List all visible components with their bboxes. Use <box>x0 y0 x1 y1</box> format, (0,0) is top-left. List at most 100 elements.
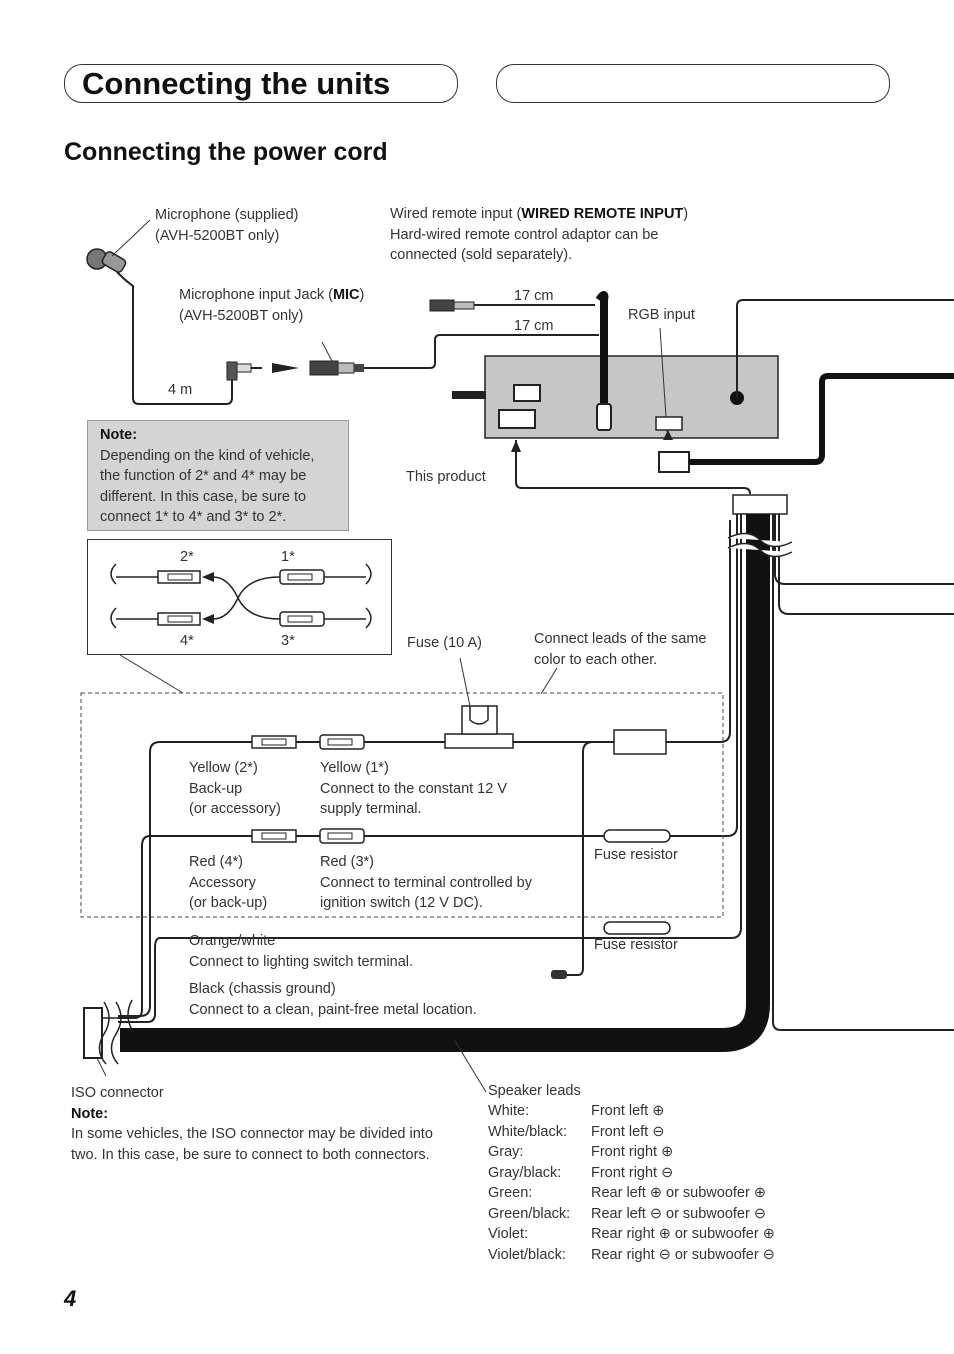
wired-remote-plug-icon <box>429 299 595 312</box>
red-4-connector-icon <box>251 829 297 843</box>
speaker-color: Green/black: <box>488 1205 571 1222</box>
note-line: the function of 2* and 4* may be <box>100 468 307 484</box>
connect-leads-label: Connect leads of the same color to each … <box>534 629 707 670</box>
label-line: Connect to a clean, paint-free metal loc… <box>189 1001 477 1018</box>
speaker-channel: Rear right ⊖ or subwoofer ⊖ <box>591 1246 775 1263</box>
section-title: Connecting the units <box>82 66 391 101</box>
label-line: Black (chassis ground) <box>189 981 336 997</box>
yellow-1-connector-icon <box>319 734 365 750</box>
speaker-color: White/black: <box>488 1123 567 1140</box>
orange-white-label: Orange/white Connect to lighting switch … <box>189 931 413 972</box>
label-line: Connect to terminal controlled by <box>320 874 532 891</box>
label-line: Orange/white <box>189 933 276 949</box>
label-line: connected (sold separately). <box>390 247 573 263</box>
speaker-color: White: <box>488 1103 530 1119</box>
right-header-tab <box>496 64 890 103</box>
length-17cm-b: 17 cm <box>514 318 554 334</box>
label-line: Yellow (1*) <box>320 760 389 776</box>
speaker-color: Violet/black: <box>488 1246 566 1263</box>
speaker-row: White: Front left ⊕ <box>488 1101 775 1122</box>
label-line: (AVH-5200BT only) <box>179 307 304 324</box>
label-line: ignition switch (12 V DC). <box>320 895 483 911</box>
label-text: ) <box>359 287 365 303</box>
microphone-label: Microphone (supplied) (AVH-5200BT only) <box>155 205 298 246</box>
label-line: Connect to lighting switch terminal. <box>189 953 414 970</box>
label-line: Yellow (2*) <box>189 760 258 776</box>
label-line: color to each other. <box>534 651 658 668</box>
label-line: (AVH-5200BT only) <box>155 227 280 244</box>
speaker-color: Gray/black: <box>488 1164 562 1181</box>
connector-inset: 2* 1* 4* 3* <box>87 539 392 655</box>
speaker-channel: Front right ⊖ <box>591 1164 674 1181</box>
speaker-row: Violet: Rear right ⊕ or subwoofer ⊕ <box>488 1224 775 1245</box>
speaker-color: Violet: <box>488 1226 529 1242</box>
this-product-label: This product <box>406 469 486 485</box>
speaker-leads-title: Speaker leads <box>488 1083 581 1099</box>
arrow-icon <box>272 363 299 373</box>
label-line: Red (4*) <box>189 854 243 870</box>
microphone-icon <box>86 219 233 405</box>
note-line: connect 1* to 4* and 3* to 2*. <box>100 509 287 525</box>
red-3-label: Red (3*) Connect to terminal controlled … <box>320 852 532 914</box>
speaker-channel: Front left ⊕ <box>591 1103 665 1119</box>
wired-remote-label: Wired remote input (WIRED REMOTE INPUT) … <box>390 204 688 266</box>
speaker-channel: Rear left ⊕ or subwoofer ⊕ <box>591 1185 767 1201</box>
label-line: Accessory <box>189 874 256 891</box>
vehicle-note-box: Note: Depending on the kind of vehicle, … <box>87 420 349 531</box>
iso-connector-label: ISO connector Note: In some vehicles, th… <box>71 1083 433 1165</box>
fuse-resistor-1-icon <box>603 829 671 843</box>
speaker-row: Gray: Front right ⊕ <box>488 1142 775 1163</box>
label-line: (or back-up) <box>189 895 268 911</box>
speaker-row: White/black: Front left ⊖ <box>488 1122 775 1143</box>
note-title: Note: <box>100 427 138 443</box>
label-line: two. In this case, be sure to connect to… <box>71 1146 430 1163</box>
speaker-row: Green/black: Rear left ⊖ or subwoofer ⊖ <box>488 1204 775 1225</box>
length-4m: 4 m <box>168 382 193 398</box>
label-line: Microphone (supplied) <box>155 207 299 223</box>
fuse-resistor-2-icon <box>603 921 671 935</box>
label-bold: MIC <box>332 287 360 303</box>
label-line: (or accessory) <box>189 801 281 817</box>
mic-jack-icon <box>309 341 364 376</box>
speaker-color: Gray: <box>488 1144 524 1160</box>
note-line: different. In this case, be sure to <box>100 488 307 505</box>
speaker-color: Green: <box>488 1185 533 1201</box>
label-text: Microphone input Jack ( <box>179 287 333 303</box>
label-line: Hard-wired remote control adaptor can be <box>390 226 659 243</box>
speaker-row: Green: Rear left ⊕ or subwoofer ⊕ <box>488 1183 775 1204</box>
black-ground-label: Black (chassis ground) Connect to a clea… <box>189 979 477 1020</box>
page-number: 4 <box>64 1286 77 1311</box>
inset-label-4: 4* <box>180 633 194 649</box>
label-line: supply terminal. <box>320 801 422 817</box>
speaker-channel: Front right ⊕ <box>591 1144 674 1160</box>
rgb-input-label: RGB input <box>628 307 695 323</box>
speaker-channel: Rear left ⊖ or subwoofer ⊖ <box>591 1205 767 1222</box>
label-line: Connect to the constant 12 V <box>320 780 508 797</box>
yellow-2-connector-icon <box>251 735 297 749</box>
speaker-leads-table: White: Front left ⊕ White/black: Front left… <box>488 1101 775 1265</box>
yellow-2-label: Yellow (2*) Back-up (or accessory) <box>189 758 281 820</box>
mic-jack-label: Microphone input Jack (MIC) (AVH-5200BT … <box>179 285 364 326</box>
length-17cm-a: 17 cm <box>514 288 554 304</box>
label-line: In some vehicles, the ISO connector may … <box>71 1126 433 1142</box>
label-line: Connect leads of the same <box>534 631 707 647</box>
inset-label-3: 3* <box>281 633 295 649</box>
speaker-row: Gray/black: Front right ⊖ <box>488 1163 775 1184</box>
note-line: Depending on the kind of vehicle, <box>100 447 315 464</box>
speaker-channel: Front left ⊖ <box>591 1123 665 1140</box>
fuse-resistor-2-label: Fuse resistor <box>594 937 678 953</box>
red-4-label: Red (4*) Accessory (or back-up) <box>189 852 267 914</box>
red-3-connector-icon <box>319 828 365 844</box>
mic-plug-icon <box>226 361 262 381</box>
label-text: Wired remote input ( <box>390 206 522 222</box>
page-subtitle: Connecting the power cord <box>64 138 388 166</box>
iso-connector-icon <box>83 1007 103 1059</box>
section-title-tab: Connecting the units <box>64 64 458 103</box>
speaker-row: Violet/black: Rear right ⊖ or subwoofer ⊖ <box>488 1245 775 1266</box>
speaker-channel: Rear right ⊕ or subwoofer ⊕ <box>591 1226 775 1242</box>
yellow-1-label: Yellow (1*) Connect to the constant 12 V… <box>320 758 507 820</box>
label-text: ) <box>683 206 689 222</box>
label-line: Red (3*) <box>320 854 374 870</box>
fuse-holder-icon <box>444 657 514 749</box>
